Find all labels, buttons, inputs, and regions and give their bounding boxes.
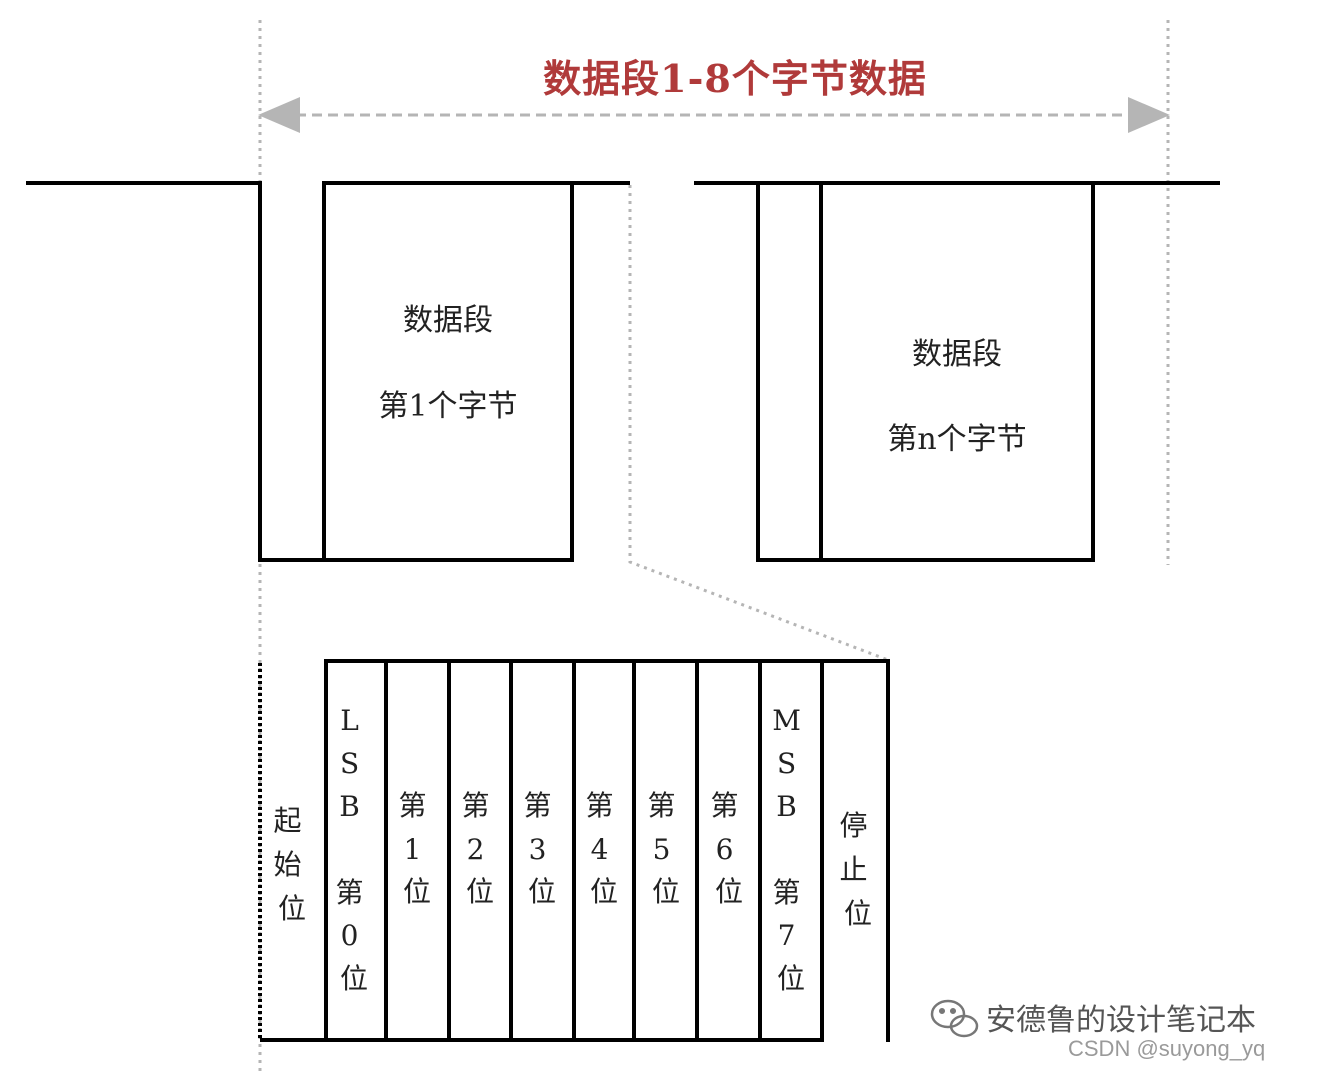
byte-waveform [26, 181, 1220, 562]
guide-lines [258, 20, 1170, 1072]
watermark-name: 安德鲁的设计笔记本 [986, 1003, 1256, 1038]
bit-waveform [260, 659, 890, 1042]
bit-label-3: 第 3 位 [524, 789, 561, 908]
byten-box-body [756, 181, 1095, 562]
bit-label-1: 第 1 位 [399, 789, 436, 908]
wechat-icon [930, 999, 979, 1038]
bit-label-start: 起 始 位 [274, 804, 311, 925]
zoom-guide-line [628, 185, 889, 662]
bit-label-0: L S B 第 0 位 [336, 704, 373, 995]
bit-label-6: 第 6 位 [711, 789, 748, 908]
watermark: 安德鲁的设计笔记本 CSDN @suyong_yq [930, 999, 1265, 1061]
idle-line-left [26, 181, 382, 562]
byte1-label-line1: 数据段 [403, 303, 493, 338]
bit-labels: 起 始 位 L S B 第 0 位 第 1 位 第 2 位 第 3 位 第 [274, 704, 877, 995]
byten-label-line2: 第n个字节 [887, 422, 1026, 457]
bit-frame-outline [324, 659, 890, 1042]
bit-label-5: 第 5 位 [648, 789, 685, 908]
byten-label-line1: 数据段 [912, 337, 1002, 372]
bit-label-7: M S B 第 7 位 [772, 704, 810, 995]
byte1-box-right [380, 181, 574, 562]
watermark-source: CSDN @suyong_yq [1068, 1036, 1265, 1061]
bit-label-4: 第 4 位 [586, 789, 623, 908]
byte1-label-line2: 第1个字节 [378, 389, 517, 424]
title: 数据段1-8个字节数据 [543, 56, 927, 101]
byte1-box [322, 181, 630, 562]
bit-label-2: 第 2 位 [462, 789, 499, 908]
bit-label-stop: 停 止 位 [840, 809, 877, 930]
